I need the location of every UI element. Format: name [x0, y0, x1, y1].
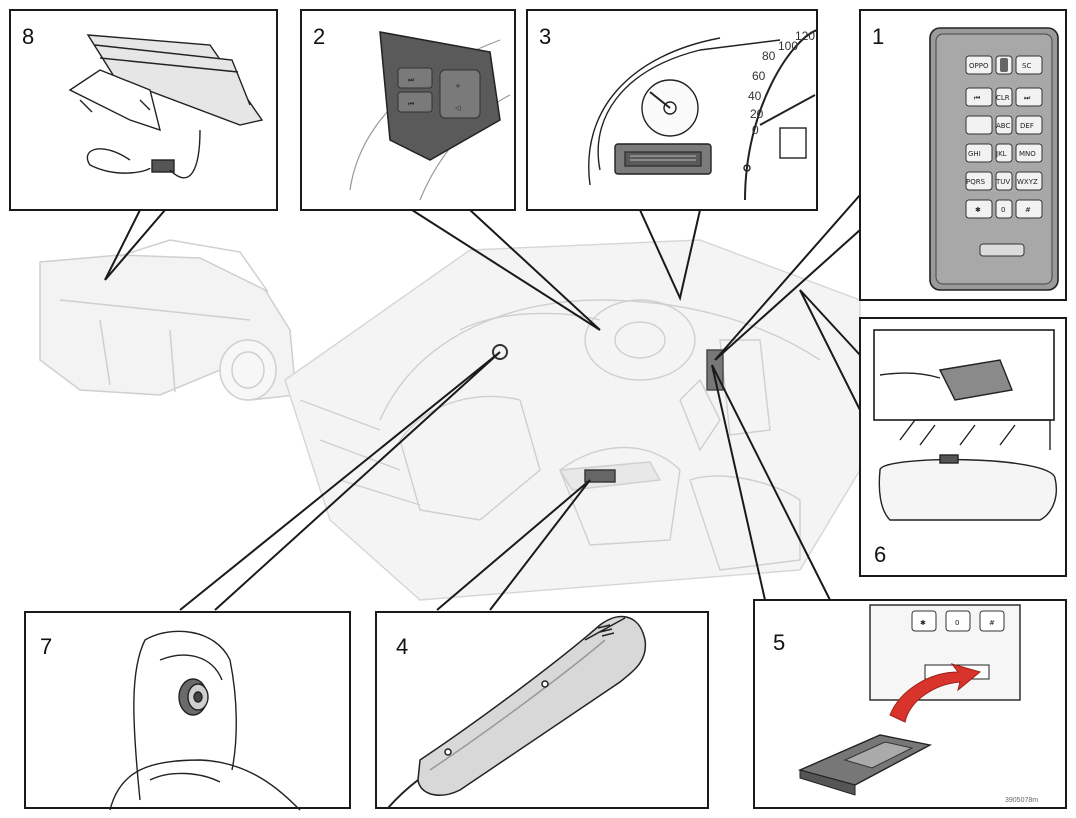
callout-lines: [104, 194, 861, 611]
steering-wheel-keypad-icon: ⏭ ⏮ + ◁: [349, 31, 511, 201]
key-oppo: OPPO: [969, 62, 989, 70]
panel-7: 7: [24, 611, 351, 811]
keypad-labels: OPPO SC ⏮ CLR ⏭ ABC DEF GHI JKL MNO PQRS…: [966, 62, 1038, 214]
svg-text:⏭: ⏭: [408, 76, 415, 84]
panel-6: 6: [859, 317, 1067, 577]
handset-icon: [387, 615, 647, 809]
key-prev: ⏮: [974, 94, 980, 102]
gauge-label-100: 100: [778, 39, 798, 53]
key-zero: 0: [1001, 206, 1005, 214]
gauge-label-120: 120: [795, 29, 815, 43]
key-next: ⏭: [1024, 94, 1031, 102]
svg-text:◁: ◁: [455, 104, 461, 112]
mirror-microphone-icon: [878, 359, 1057, 521]
key-wxyz: WXYZ: [1017, 178, 1038, 186]
slot-key-zero: 0: [955, 619, 959, 627]
key-jkl: JKL: [995, 150, 1007, 158]
slot-key-hash: #: [989, 619, 995, 627]
gauge-label-60: 60: [752, 69, 766, 83]
svg-text:⏮: ⏮: [408, 100, 414, 108]
gauge-label-40: 40: [748, 89, 762, 103]
panel-1: 1 OPPO SC ⏮ CLR ⏭ ABC DEF: [859, 9, 1067, 301]
key-clr: CLR: [996, 94, 1010, 102]
headrest-speaker-icon: [109, 630, 301, 811]
panel-2: 2 ⏭ ⏮ + ◁: [300, 9, 516, 211]
svg-text:+: +: [455, 82, 461, 90]
panel-4-number: 4: [396, 634, 408, 659]
key-hash: #: [1025, 206, 1031, 214]
gauge-label-80: 80: [762, 49, 776, 63]
key-ghi: GHI: [968, 150, 981, 158]
center-console-keypad: OPPO SC ⏮ CLR ⏭ ABC DEF GHI JKL MNO PQRS…: [929, 27, 1059, 291]
panel-6-number: 6: [874, 542, 886, 567]
panel-8-number: 8: [22, 24, 34, 49]
slot-key-star: ✱: [920, 619, 926, 627]
car-interior-illustration: [284, 239, 861, 601]
key-tuv: TUV: [995, 178, 1010, 186]
key-star: ✱: [975, 206, 981, 214]
figure-code: 3905078m: [1005, 797, 1038, 804]
panel-3: 3 120 100 80 60 40 20 0: [526, 9, 818, 211]
panel-1-number: 1: [872, 24, 884, 49]
gauge-label-0: 0: [752, 123, 759, 137]
panel-2-number: 2: [313, 24, 325, 49]
key-abc: ABC: [996, 122, 1010, 130]
panel-3-number: 3: [539, 24, 551, 49]
panel-5: 5 ✱ 0 # 3905078m: [753, 599, 1067, 809]
car-exterior-illustration: [39, 239, 297, 401]
sim-card-slot-icon: ✱ 0 # 3905078m: [797, 604, 1038, 804]
gauge-label-20: 20: [750, 107, 764, 121]
panel-5-number: 5: [773, 630, 785, 655]
panel-8: 8: [9, 9, 278, 211]
microphone-unit-icon: [68, 34, 264, 179]
instrument-cluster-icon: [588, 29, 818, 201]
key-def: DEF: [1020, 122, 1034, 130]
panel-7-number: 7: [40, 634, 52, 659]
panel-4: 4: [375, 611, 709, 809]
key-sc: SC: [1022, 62, 1031, 70]
gauge-labels: 120 100 80 60 40 20 0: [748, 29, 815, 137]
key-mno: MNO: [1019, 150, 1036, 158]
key-pqrs: PQRS: [966, 178, 986, 186]
